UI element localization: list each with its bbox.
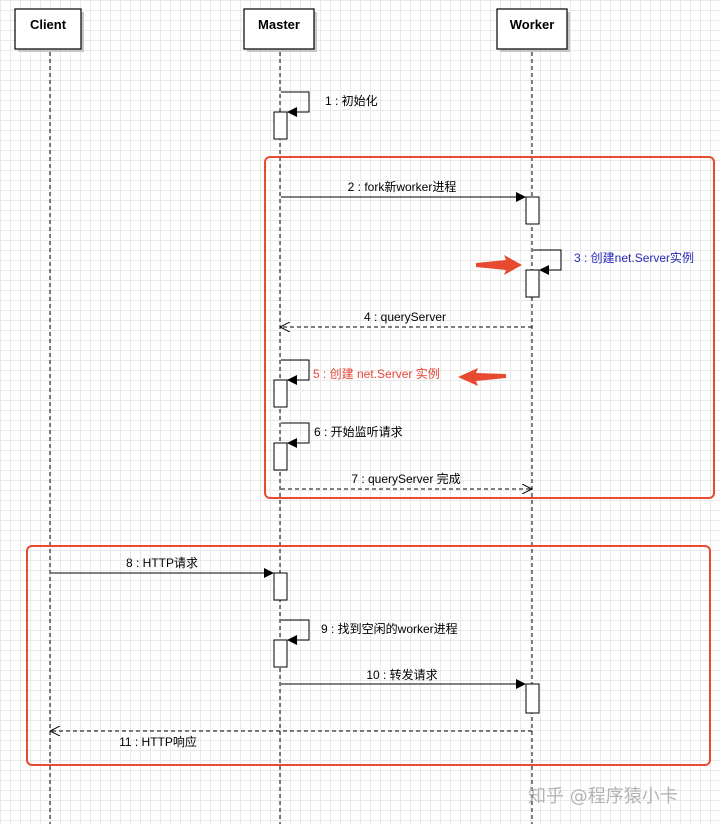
message-5-arrow <box>281 359 310 385</box>
message-5-label: 5 : 创建 net.Server 实例 <box>313 366 440 381</box>
message-7-label: 7 : queryServer 完成 <box>351 471 460 486</box>
message-1-label: 1 : 初始化 <box>325 94 378 108</box>
message-9-arrow <box>281 619 310 645</box>
message-6-arrow <box>281 422 310 448</box>
message-3-arrow <box>533 249 562 275</box>
activation-worker-3 <box>525 269 540 298</box>
participant-worker-label: Worker <box>510 17 555 32</box>
activation-master-5 <box>273 379 288 408</box>
participant-master: Master <box>243 8 317 52</box>
activation-worker-2 <box>525 196 540 225</box>
participant-client-label: Client <box>30 17 67 32</box>
message-3-label: 3 : 创建net.Server实例 <box>574 250 694 265</box>
message-2-label: 2 : fork新worker进程 <box>348 179 457 194</box>
activation-master-9 <box>273 639 288 668</box>
message-4-label: 4 : queryServer <box>364 310 446 324</box>
watermark: 知乎 @程序猿小卡 <box>528 786 678 807</box>
message-1-arrow <box>281 91 310 117</box>
participant-master-label: Master <box>258 17 300 32</box>
highlight-arrow-icon <box>476 255 522 275</box>
message-11-label: 11 : HTTP响应 <box>119 734 197 749</box>
request-frame <box>26 545 711 766</box>
activation-master-6 <box>273 442 288 471</box>
participant-client: Client <box>14 8 84 52</box>
message-6-label: 6 : 开始监听请求 <box>314 425 403 439</box>
message-9-label: 9 : 找到空闲的worker进程 <box>321 621 458 636</box>
message-10-label: 10 : 转发请求 <box>366 667 437 682</box>
activation-worker-10 <box>525 683 540 714</box>
message-8-label: 8 : HTTP请求 <box>126 556 198 570</box>
participant-worker: Worker <box>496 8 570 52</box>
setup-frame <box>264 156 715 499</box>
highlight-arrow-icon <box>458 368 506 386</box>
activation-master-8 <box>273 572 288 601</box>
activation-master-1 <box>273 111 288 140</box>
